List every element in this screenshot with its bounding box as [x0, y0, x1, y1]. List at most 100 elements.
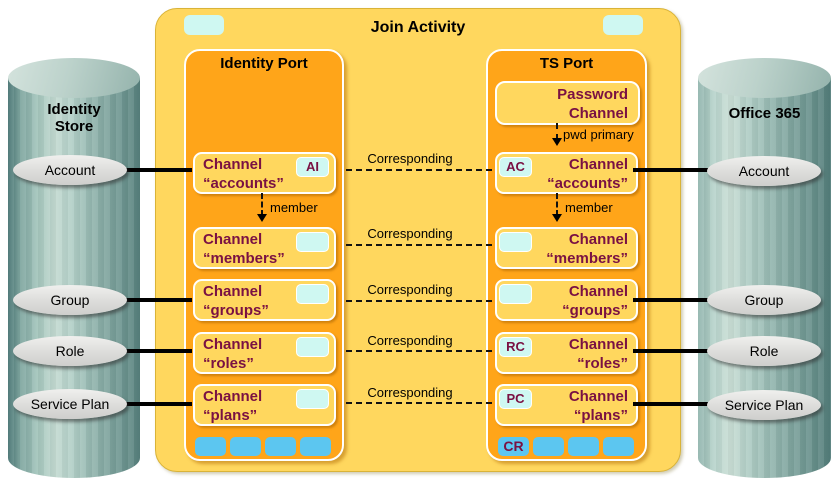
member-arrow-identity — [261, 193, 263, 216]
channel-line1: Channel — [568, 336, 628, 353]
corresponding-label: Corresponding — [367, 282, 453, 297]
ts-port: TS Port Password Channel Channel “accoun… — [486, 49, 647, 461]
channel-line1: Channel — [568, 231, 628, 248]
corresponding-line-groups — [346, 300, 492, 302]
office365-entity-role: Role — [707, 336, 821, 366]
pwd-primary-arrow — [556, 123, 558, 140]
cylinder-top — [8, 58, 140, 98]
password-channel-line2: Channel — [568, 105, 628, 122]
identity-store-entity-group: Group — [13, 285, 127, 315]
channel-line1: Channel — [203, 283, 263, 300]
channel-line1: Channel — [203, 231, 263, 248]
password-channel-line1: Password — [557, 86, 628, 103]
connector-account-right — [633, 168, 708, 172]
ts-channel-members: Channel “members” — [495, 227, 638, 269]
office365-entity-service-plan: Service Plan — [707, 390, 821, 420]
channel-badge-empty — [499, 284, 532, 304]
channel-line1: Channel — [203, 388, 263, 405]
corresponding-label: Corresponding — [367, 385, 453, 400]
identity-channel-plans: Channel “plans” — [193, 384, 336, 426]
ts-channel-roles: Channel “roles” RC — [495, 332, 638, 374]
ts-port-title: TS Port — [539, 55, 594, 72]
channel-badge-rc: RC — [499, 337, 532, 357]
channel-badge-empty — [499, 232, 532, 252]
channel-line2: “groups” — [562, 302, 628, 319]
identity-channel-members: Channel “members” — [193, 227, 336, 269]
port-slot-4 — [603, 437, 634, 456]
connector-role-left — [118, 349, 192, 353]
port-slot-3 — [568, 437, 599, 456]
channel-line2: “accounts” — [203, 175, 284, 192]
activity-tab-right — [603, 15, 643, 35]
connector-role-right — [633, 349, 708, 353]
identity-store-entity-service-plan: Service Plan — [13, 389, 127, 419]
pwd-primary-label: pwd primary — [563, 127, 634, 142]
member-label-ts: member — [565, 200, 613, 215]
channel-line2: “members” — [546, 250, 628, 267]
channel-badge-empty — [296, 232, 329, 252]
connector-group-right — [633, 298, 708, 302]
identity-store-title: Identity Store — [47, 101, 101, 135]
connector-account-left — [118, 168, 192, 172]
corresponding-line-plans — [346, 402, 492, 404]
channel-badge-empty — [296, 337, 329, 357]
connector-service-plan-left — [118, 402, 192, 406]
join-activity-box: Join Activity Identity Port Channel “acc… — [155, 8, 681, 472]
corresponding-line-members — [346, 244, 492, 246]
corresponding-label: Corresponding — [367, 226, 453, 241]
channel-line1: Channel — [203, 156, 263, 173]
cylinder-bottom — [698, 438, 831, 478]
activity-tab-left — [184, 15, 224, 35]
channel-badge-pc: PC — [499, 389, 532, 409]
channel-line2: “roles” — [577, 355, 628, 372]
port-slot-4 — [300, 437, 331, 456]
channel-line2: “plans” — [573, 407, 628, 424]
channel-line2: “members” — [203, 250, 285, 267]
channel-line2: “plans” — [203, 407, 258, 424]
password-channel: Password Channel — [495, 81, 640, 125]
identity-channel-roles: Channel “roles” — [193, 332, 336, 374]
cylinder-bottom — [8, 438, 140, 478]
member-arrowhead-ts — [552, 214, 562, 222]
member-arrowhead-identity — [257, 214, 267, 222]
channel-badge-empty — [296, 284, 329, 304]
ts-channel-accounts: Channel “accounts” AC — [495, 152, 638, 194]
channel-line1: Channel — [568, 156, 628, 173]
member-arrow-ts — [556, 193, 558, 216]
channel-line1: Channel — [568, 283, 628, 300]
identity-store-entity-role: Role — [13, 336, 127, 366]
connector-service-plan-right — [633, 402, 708, 406]
channel-line1: Channel — [203, 336, 263, 353]
identity-channel-groups: Channel “groups” — [193, 279, 336, 321]
port-slot-2 — [533, 437, 564, 456]
port-slot-1 — [195, 437, 226, 456]
port-slot-3 — [265, 437, 296, 456]
channel-line1: Channel — [568, 388, 628, 405]
cylinder-top — [698, 58, 831, 98]
identity-channel-accounts: Channel “accounts” AI — [193, 152, 336, 194]
ts-channel-plans: Channel “plans” PC — [495, 384, 638, 426]
identity-port-title: Identity Port — [220, 55, 308, 72]
connector-group-left — [118, 298, 192, 302]
channel-badge-ai: AI — [296, 157, 329, 177]
port-slot-cr: CR — [498, 437, 529, 456]
pwd-primary-arrowhead — [552, 138, 562, 146]
corresponding-line-roles — [346, 350, 492, 352]
identity-port: Identity Port Channel “accounts” AI Chan… — [184, 49, 344, 461]
corresponding-label: Corresponding — [367, 333, 453, 348]
office365-entity-group: Group — [707, 285, 821, 315]
corresponding-label: Corresponding — [367, 151, 453, 166]
channel-line2: “accounts” — [547, 175, 628, 192]
channel-line2: “groups” — [203, 302, 269, 319]
member-label-identity: member — [270, 200, 318, 215]
office365-title: Office 365 — [728, 105, 801, 122]
channel-line2: “roles” — [203, 355, 254, 372]
channel-badge-empty — [296, 389, 329, 409]
port-slot-2 — [230, 437, 261, 456]
activity-title: Join Activity — [370, 19, 466, 36]
office365-entity-account: Account — [707, 156, 821, 186]
ts-channel-groups: Channel “groups” — [495, 279, 638, 321]
channel-badge-ac: AC — [499, 157, 532, 177]
identity-store-entity-account: Account — [13, 155, 127, 185]
